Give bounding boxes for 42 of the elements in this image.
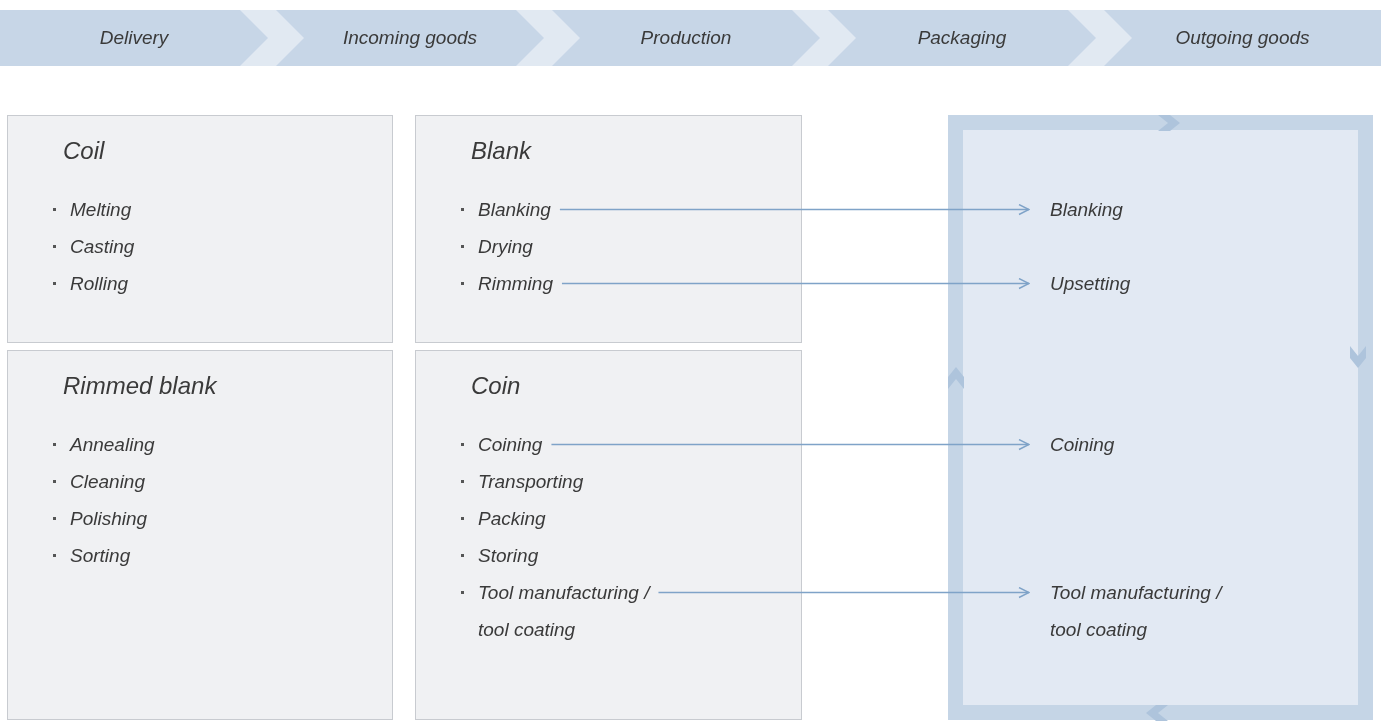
list-item: Cleaning <box>53 463 145 500</box>
process-stage <box>828 10 1096 66</box>
cycle-frame <box>948 115 1373 720</box>
list-item: Coining <box>461 426 543 463</box>
stage-label: Packaging <box>917 27 1007 49</box>
list-item: Packing <box>461 500 546 537</box>
stage-label: Incoming goods <box>342 27 478 49</box>
stage-label: Outgoing goods <box>1175 27 1310 49</box>
arrow <box>550 438 1030 451</box>
list-item: Tool manufacturing / tool coating <box>1033 574 1250 648</box>
list-item: Blanking <box>1033 191 1123 228</box>
stage-label: Delivery <box>99 27 169 49</box>
list-item: Melting <box>53 191 132 228</box>
category-panel <box>7 350 393 720</box>
list-item: Storing <box>461 537 539 574</box>
list-item: Coining <box>1033 426 1115 463</box>
category-panel <box>415 115 802 343</box>
category-panel <box>415 350 802 720</box>
category-panel <box>7 115 393 343</box>
process-stage <box>0 10 268 66</box>
list-item: Casting <box>53 228 135 265</box>
list-item: Blanking <box>461 191 551 228</box>
list-item: Upsetting <box>1033 265 1131 302</box>
list-item: Transporting <box>461 463 584 500</box>
list-item: Drying <box>461 228 533 265</box>
box-heading: Blank <box>471 136 532 166</box>
process-stage <box>276 10 544 66</box>
arrow <box>559 203 1030 216</box>
stage-label: Production <box>640 27 732 49</box>
list-item: Rolling <box>53 265 129 302</box>
list-item: Annealing <box>53 426 155 463</box>
arrow <box>657 586 1030 599</box>
box-heading: Coil <box>63 136 105 166</box>
arrow <box>561 277 1030 290</box>
process-stage <box>1104 10 1381 66</box>
list-item: Tool manufacturing / tool coating <box>461 574 678 648</box>
process-stage <box>552 10 820 66</box>
list-item: Polishing <box>53 500 148 537</box>
box-heading: Coin <box>471 371 521 401</box>
list-item: Rimming <box>461 265 553 302</box>
box-heading: Rimmed blank <box>63 371 217 401</box>
list-item: Sorting <box>53 537 131 574</box>
